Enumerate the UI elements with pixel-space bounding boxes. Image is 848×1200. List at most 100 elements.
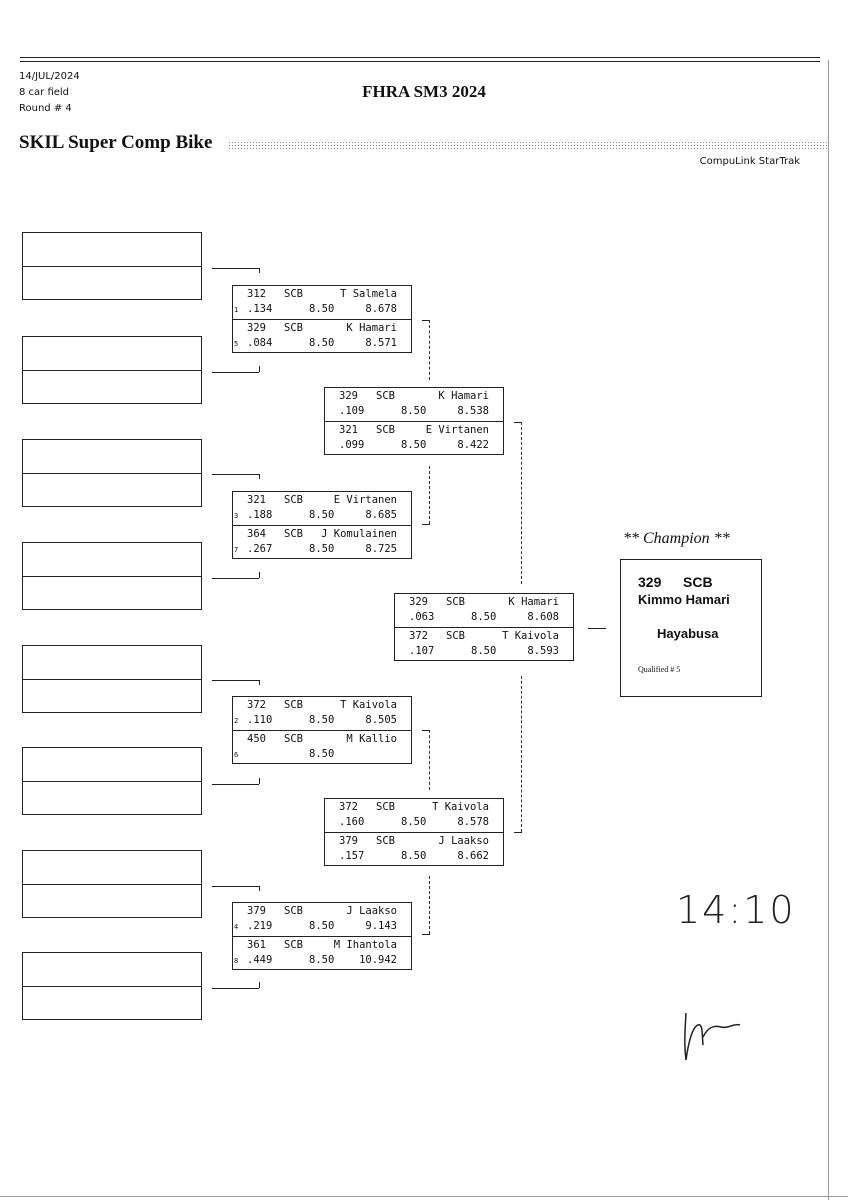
- seed: 6: [234, 751, 239, 759]
- car-class: SCB: [284, 905, 303, 917]
- empty-slot: [22, 232, 202, 300]
- handwritten-signature: [684, 1012, 741, 1061]
- car-class: SCB: [376, 835, 395, 847]
- connector: [422, 524, 430, 525]
- lane-top: 372 SCB T Kaivola .160 8.50 8.578: [325, 799, 503, 832]
- car-class: SCB: [376, 390, 395, 402]
- car-number: 364: [247, 528, 266, 540]
- bottom-rule: [0, 1196, 848, 1197]
- connector: [521, 422, 522, 584]
- car-class: SCB: [284, 322, 303, 334]
- racer-name: M Kallio: [346, 733, 397, 745]
- connector: [212, 268, 259, 269]
- car-class: SCB: [376, 424, 395, 436]
- connector: [259, 778, 260, 784]
- reaction-time: .110: [247, 714, 273, 726]
- elapsed-time: 8.678: [365, 303, 397, 315]
- dial-in: 8.50: [471, 611, 497, 623]
- champion-qualified: Qualified # 5: [638, 665, 681, 674]
- car-number: 379: [247, 905, 266, 917]
- racer-name: K Hamari: [438, 390, 489, 402]
- connector: [212, 680, 259, 681]
- seed: 4: [234, 923, 239, 931]
- elapsed-time: 8.662: [457, 850, 489, 862]
- empty-slot: [22, 850, 202, 918]
- dial-in: 8.50: [309, 954, 335, 966]
- racer-name: J Komulainen: [321, 528, 397, 540]
- dial-in: 8.50: [401, 439, 427, 451]
- lane-bottom: 372 SCB T Kaivola .107 8.50 8.593: [395, 627, 573, 660]
- connector: [588, 628, 606, 629]
- event-name: SKIL Super Comp Bike: [19, 132, 213, 153]
- top-rule: [20, 57, 820, 58]
- connector: [521, 676, 522, 832]
- reaction-time: .134: [247, 303, 273, 315]
- connector: [429, 466, 430, 524]
- round-number: Round # 4: [19, 103, 72, 114]
- car-class: SCB: [284, 528, 303, 540]
- empty-slot: [22, 336, 202, 404]
- racer-name: T Kaivola: [502, 630, 559, 642]
- car-number: 450: [247, 733, 266, 745]
- racer-name: E Virtanen: [333, 494, 397, 506]
- round1-match-3: 372 SCB T Kaivola 2 .110 8.50 8.505 450 …: [232, 696, 412, 764]
- champion-box: 329 SCB Kimmo Hamari Hayabusa Qualified …: [620, 559, 762, 697]
- champion-number: 329: [638, 574, 662, 590]
- reaction-time: .188: [247, 509, 273, 521]
- car-class: SCB: [284, 699, 303, 711]
- reaction-time: .219: [247, 920, 273, 932]
- racer-name: K Hamari: [508, 596, 559, 608]
- lane-top: 321 SCB E Virtanen 3 .188 8.50 8.685: [233, 492, 411, 525]
- connector: [259, 268, 260, 273]
- racer-name: K Hamari: [346, 322, 397, 334]
- connector: [259, 366, 260, 372]
- elapsed-time: 8.593: [527, 645, 559, 657]
- connector: [429, 320, 430, 380]
- connector: [259, 474, 260, 479]
- car-class: SCB: [446, 596, 465, 608]
- reaction-time: .109: [339, 405, 365, 417]
- page-edge: [828, 60, 829, 1200]
- lane-bottom: 329 SCB K Hamari 5 .084 8.50 8.571: [233, 319, 411, 352]
- reaction-time: .063: [409, 611, 435, 623]
- connector: [422, 934, 430, 935]
- connector: [514, 422, 522, 423]
- connector: [422, 320, 430, 321]
- connector: [259, 982, 260, 988]
- dial-in: 8.50: [309, 543, 335, 555]
- empty-slot: [22, 542, 202, 610]
- connector: [259, 886, 260, 891]
- lane-top: 379 SCB J Laakso 4 .219 8.50 9.143: [233, 903, 411, 936]
- lane-bottom: 450 SCB M Kallio 6 8.50: [233, 730, 411, 763]
- dial-in: 8.50: [309, 337, 335, 349]
- round1-match-2: 321 SCB E Virtanen 3 .188 8.50 8.685 364…: [232, 491, 412, 559]
- champion-name: Kimmo Hamari: [638, 592, 730, 607]
- car-number: 321: [247, 494, 266, 506]
- lane-bottom: 364 SCB J Komulainen 7 .267 8.50 8.725: [233, 525, 411, 558]
- connector: [514, 832, 522, 833]
- racer-name: J Laakso: [438, 835, 489, 847]
- round1-match-1: 312 SCB T Salmela 1 .134 8.50 8.678 329 …: [232, 285, 412, 353]
- racer-name: J Laakso: [346, 905, 397, 917]
- empty-slot: [22, 439, 202, 507]
- seed: 1: [234, 306, 239, 314]
- seed: 5: [234, 340, 239, 348]
- reaction-time: .099: [339, 439, 365, 451]
- round2-match-2: 372 SCB T Kaivola .160 8.50 8.578 379 SC…: [324, 798, 504, 866]
- connector: [429, 876, 430, 934]
- car-class: SCB: [376, 801, 395, 813]
- lane-bottom: 361 SCB M Ihantola 8 .449 8.50 10.942: [233, 936, 411, 969]
- elapsed-time: 8.538: [457, 405, 489, 417]
- car-number: 361: [247, 939, 266, 951]
- connector: [422, 730, 430, 731]
- dial-in: 8.50: [309, 920, 335, 932]
- final-match: 329 SCB K Hamari .063 8.50 8.608 372 SCB…: [394, 593, 574, 661]
- handwritten-time: 14:10: [676, 888, 796, 932]
- elapsed-time: 8.578: [457, 816, 489, 828]
- lane-top: 372 SCB T Kaivola 2 .110 8.50 8.505: [233, 697, 411, 730]
- connector: [212, 372, 259, 373]
- lane-bottom: 321 SCB E Virtanen .099 8.50 8.422: [325, 421, 503, 454]
- page-title: FHRA SM3 2024: [362, 82, 486, 101]
- car-number: 372: [339, 801, 358, 813]
- dotted-leader: [228, 141, 828, 151]
